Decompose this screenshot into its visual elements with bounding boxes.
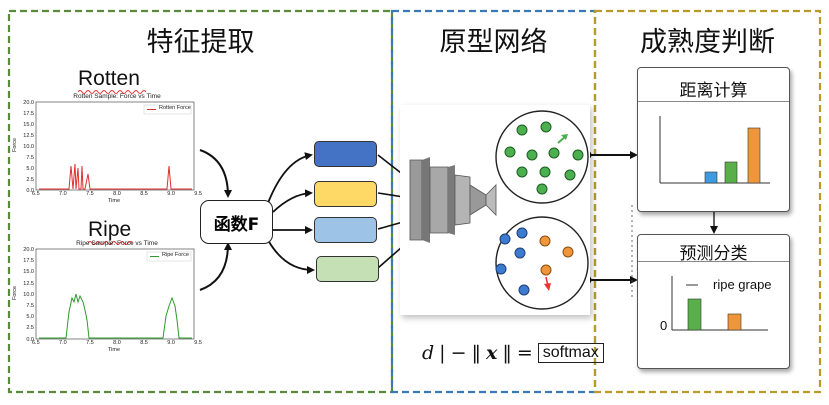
- formula-softmax: softmax: [537, 343, 604, 363]
- ripe-embedding-point: [548, 147, 560, 159]
- formula-d: d: [422, 342, 435, 364]
- feature-block-3: [314, 217, 377, 243]
- ripe-embedding-point: [516, 124, 528, 136]
- rotten-embedding-point: [514, 247, 526, 259]
- formula-minus: −: [450, 342, 467, 364]
- feature-block-4: [316, 256, 379, 282]
- rotten-force-line: [39, 163, 192, 190]
- maturity-judgement-panel: [593, 9, 822, 394]
- rotten-embedding-point: [516, 227, 528, 239]
- formula-norm-open: ‖: [471, 342, 482, 364]
- distance-bar-orange: [747, 127, 761, 184]
- rotten-embedding-point: [518, 284, 530, 296]
- prototype-network-figure: [400, 105, 590, 315]
- classification-bar-chart: [671, 276, 768, 331]
- ripe-force-line: [39, 293, 192, 339]
- rotten-label: Rotten: [78, 67, 140, 90]
- plot-xlabel: Time: [108, 347, 121, 353]
- classify-bar-green: [687, 298, 702, 331]
- distance-calc-card: 距离计算: [637, 67, 790, 212]
- ripe-embedding-point: [572, 149, 584, 161]
- feature-extraction-panel: [7, 9, 394, 394]
- ripe-plot-axes: [35, 248, 195, 340]
- plot-title: Rotten Sample: Force vs Time: [73, 93, 161, 100]
- maturity-judgement-title: 成熟度判断: [640, 27, 775, 58]
- distance-bar-blue: [704, 171, 718, 184]
- ripe-embedding-point: [516, 166, 528, 178]
- prototype-network-title: 原型网络: [439, 27, 548, 58]
- embedding-points: [495, 121, 584, 296]
- ripe-spellcheck-underline: [88, 241, 133, 245]
- ripe-embedding-point: [539, 166, 551, 178]
- formula-norm-close: ‖: [502, 342, 512, 364]
- orange-embedding-point: [562, 246, 574, 258]
- plot-legend: Ripe Force: [162, 252, 189, 258]
- rotten-spellcheck-underline: [78, 90, 146, 94]
- plot-title: Ripe Sample: Force vs Time: [76, 240, 158, 247]
- legend-ripe-grape: ripe grape: [713, 277, 772, 292]
- formula-x: x: [486, 342, 498, 364]
- function-to-feature4-arrow: [267, 239, 315, 274]
- prototype-network-panel: [390, 9, 597, 394]
- orange-embedding-point: [540, 264, 552, 276]
- function-to-feature1-arrow: [267, 152, 313, 204]
- orange-embedding-point: [539, 235, 551, 247]
- ripe-label: Ripe: [88, 218, 132, 241]
- feature-block-1: [314, 141, 377, 167]
- distance-formula: d | − ‖ x ‖ = softmax: [422, 342, 604, 364]
- ripe-embedding-point: [536, 183, 548, 195]
- rotten-plot-axes: [35, 101, 195, 191]
- rotten-force-plot: Rotten Sample: Force vs Time Rotten Forc…: [6, 90, 202, 205]
- ripe-embedding-point: [504, 146, 516, 158]
- formula-equals: =: [516, 342, 533, 364]
- classification-card: 预测分类 ripe grape 0: [637, 234, 790, 369]
- plot-xlabel: Time: [108, 198, 121, 204]
- classification-title: 预测分类: [679, 244, 748, 264]
- function-f-box: 函数F: [200, 200, 273, 244]
- distance-calc-title: 距离计算: [679, 81, 748, 101]
- ripe-embedding-point: [526, 149, 538, 161]
- distance-bar-green: [724, 161, 738, 184]
- ripe-to-function-arrow: [199, 242, 232, 291]
- function-to-feature2-arrow: [272, 189, 313, 213]
- classify-bar-orange: [727, 313, 742, 331]
- plot-legend: Rotten Force: [159, 105, 191, 111]
- ripe-embedding-point: [564, 169, 576, 181]
- ripe-force-plot: Ripe Sample: Force vs Time Ripe Force Fo…: [6, 240, 202, 355]
- rotten-to-function-arrow: [199, 149, 232, 198]
- feature-block-2: [314, 181, 377, 207]
- zero-axis-label: 0: [660, 318, 668, 333]
- ripe-embedding-point: [540, 121, 552, 133]
- feature-extraction-title: 特征提取: [146, 27, 255, 58]
- rotten-embedding-point: [495, 263, 507, 275]
- distance-bar-chart: [659, 116, 770, 184]
- formula-bar: |: [439, 342, 446, 364]
- rotten-embedding-point: [499, 233, 511, 245]
